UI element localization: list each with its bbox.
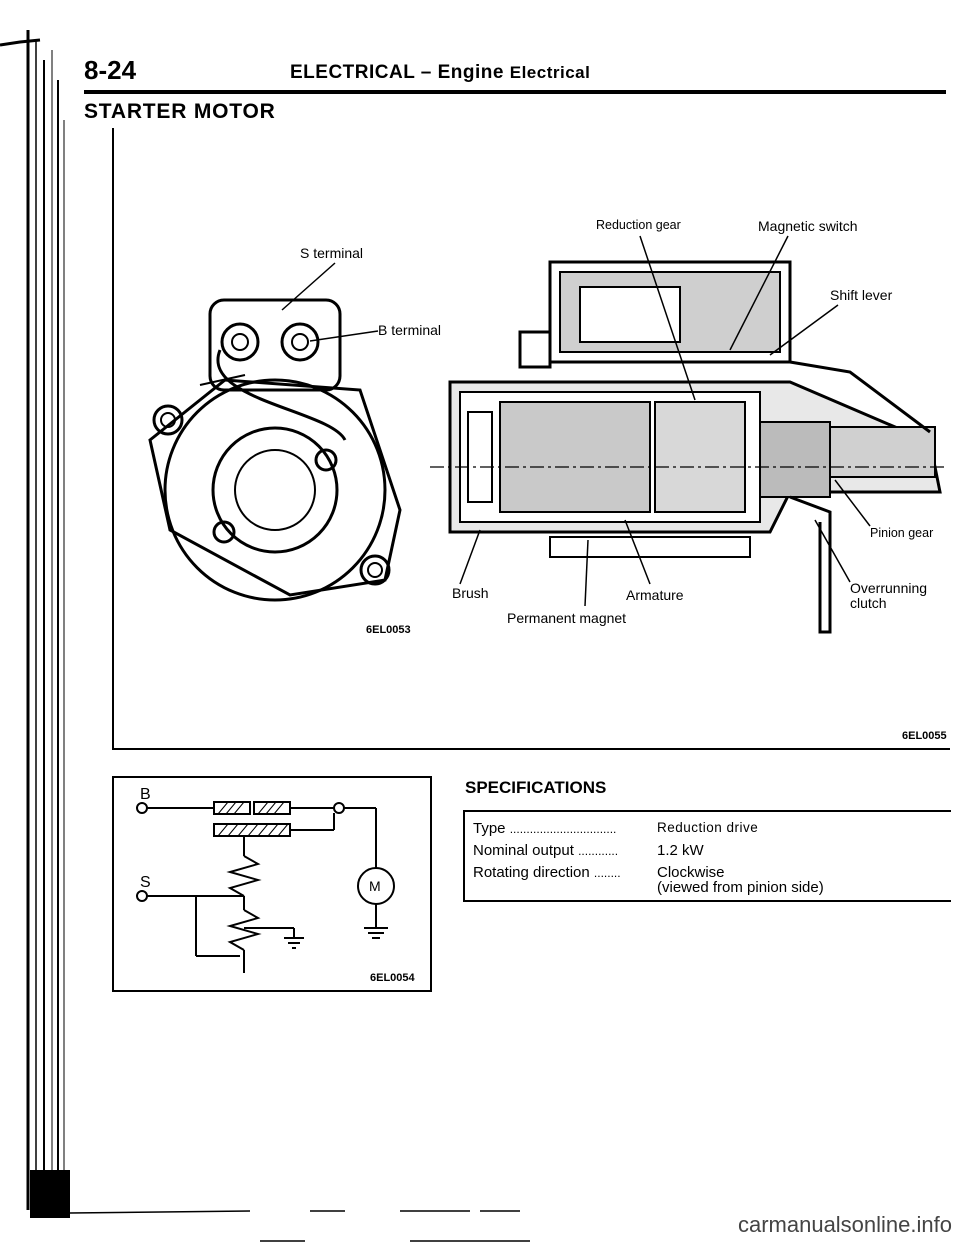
header-rule	[84, 90, 946, 94]
spec-nominal-output-dots: ............	[578, 844, 619, 858]
header-title-sub: Electrical	[509, 63, 591, 82]
circuit-figure-code: 6EL0054	[370, 972, 415, 984]
s-terminal-label: S terminal	[300, 245, 364, 261]
circuit-motor-label: M	[369, 878, 381, 894]
watermark: carmanualsonline.info	[737, 1212, 952, 1237]
starter-circuit-diagram	[136, 801, 395, 973]
specifications-title: SPECIFICATIONS	[465, 778, 607, 797]
b-terminal-label: B terminal	[378, 322, 442, 338]
permanent-magnet-label: Permanent magnet	[507, 610, 627, 626]
front-view-figure-code: 6EL0053	[366, 624, 411, 636]
spec-type-dots: ................................	[509, 822, 617, 836]
spec-row-rotating-direction: Rotating direction ........	[473, 864, 621, 881]
sectional-view-figure-code: 6EL0055	[902, 730, 947, 742]
sectional-view-leader-lines	[459, 235, 871, 607]
front-view-leader-lines	[281, 262, 379, 342]
overrunning-clutch-label-line2: clutch	[850, 595, 887, 611]
section-title: STARTER MOTOR	[84, 100, 276, 123]
starter-front-view-illustration	[148, 298, 402, 602]
overrunning-clutch-label-line1: Overrunning	[850, 580, 928, 596]
pinion-gear-label: Pinion gear	[870, 526, 934, 540]
shift-lever-label: Shift lever	[830, 287, 893, 303]
spec-rotating-direction-dots: ........	[593, 866, 621, 880]
spec-nominal-output-value: 1.2 kW	[657, 842, 704, 859]
header-title-main: ELECTRICAL – Engine	[290, 62, 504, 83]
specifications-table: Type ................................ Re…	[463, 810, 951, 902]
brush-label: Brush	[452, 585, 489, 601]
spec-rotating-direction-value: Clockwise	[657, 864, 725, 881]
reduction-gear-label: Reduction gear	[596, 218, 681, 232]
spec-row-nominal-output: Nominal output ............	[473, 842, 618, 859]
spec-type-label: Type	[473, 820, 506, 837]
spec-nominal-output-label: Nominal output	[473, 842, 574, 859]
circuit-terminal-s-label: S	[140, 874, 151, 891]
magnetic-switch-label: Magnetic switch	[758, 218, 858, 234]
figure-frame	[112, 128, 950, 750]
starter-sectional-view-illustration	[430, 260, 945, 634]
armature-label: Armature	[626, 587, 684, 603]
page-header-title: ELECTRICAL – Engine Electrical	[290, 62, 590, 84]
footer-scan-marks	[70, 1210, 530, 1242]
spec-rotating-direction-note: (viewed from pinion side)	[657, 879, 824, 896]
spec-rotating-direction-label: Rotating direction	[473, 864, 590, 881]
spec-type-value: Reduction drive	[657, 820, 759, 835]
circuit-diagram-frame	[112, 776, 432, 992]
page-number: 8-24	[84, 55, 137, 85]
circuit-terminal-b-label: B	[140, 786, 151, 803]
spec-row-type: Type ................................	[473, 820, 616, 837]
page-binding-edge	[0, 0, 70, 1244]
